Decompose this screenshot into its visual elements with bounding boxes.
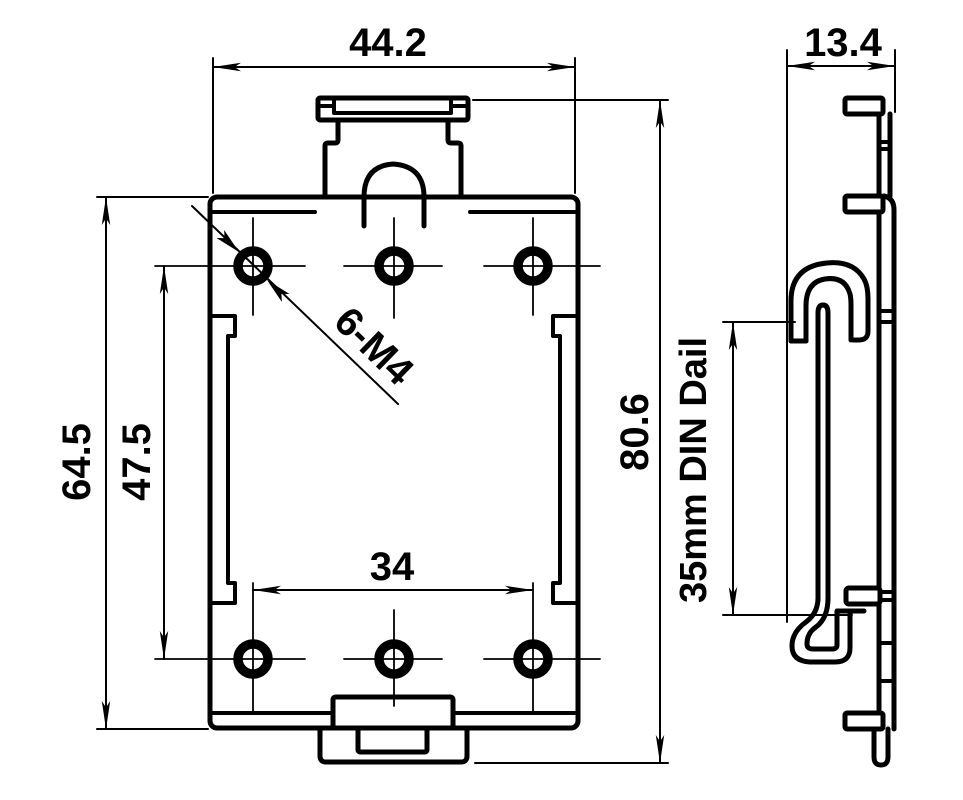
dim-body-height: 64.5 [55, 423, 99, 501]
side-plate-ticks [877, 140, 896, 683]
side-tab-top [842, 95, 886, 117]
dim-side-width: 13.4 [804, 21, 883, 65]
top-tab-side-left [322, 117, 341, 200]
front-view [154, 95, 601, 765]
leader-arrow [267, 280, 290, 302]
left-side-rail [209, 314, 237, 605]
dim-overall-height: 80.6 [613, 393, 657, 471]
side-tab-upper [842, 193, 886, 215]
leader-line [191, 205, 399, 405]
clip-bottom-hook-outer [789, 595, 867, 665]
clip-bottom-hook-inner [804, 595, 853, 652]
bottom-tab-slot [355, 725, 430, 755]
top-tab-bar-detail [318, 96, 468, 115]
dim-hole-column-spacing: 34 [370, 545, 415, 589]
extension-lines [96, 49, 896, 764]
bottom-tab [317, 694, 470, 765]
dim-hole-row-spacing: 47.5 [115, 423, 159, 501]
mounting-holes [233, 246, 553, 679]
top-tab [315, 95, 471, 229]
side-view [788, 95, 897, 768]
clip-top-hook-outer [788, 260, 871, 344]
side-plate [876, 111, 897, 732]
clip-top-hook-inner [803, 276, 854, 344]
top-tab-arch [361, 161, 427, 229]
note-din-rail: 35mm DIN Dail [673, 337, 715, 603]
hole-centerlines [154, 217, 601, 713]
dimension-annotations: 44.2 13.4 64.5 47.5 34 80.6 35mm DIN Dai… [55, 21, 896, 764]
din-clip-profile [788, 260, 871, 665]
top-tab-bar [315, 95, 471, 123]
bottom-tab-lower [317, 725, 470, 765]
thread-callout-leader [191, 205, 399, 405]
side-foot [871, 726, 891, 768]
dim-front-width: 44.2 [349, 21, 427, 65]
side-tab-lower [843, 585, 883, 607]
top-tab-side-right [445, 117, 464, 200]
bottom-tab-upper [330, 694, 456, 731]
leader-arrow [216, 230, 239, 252]
side-tab-bottom [842, 710, 886, 732]
clip-back-bar [815, 302, 831, 603]
right-side-rail [551, 314, 579, 605]
